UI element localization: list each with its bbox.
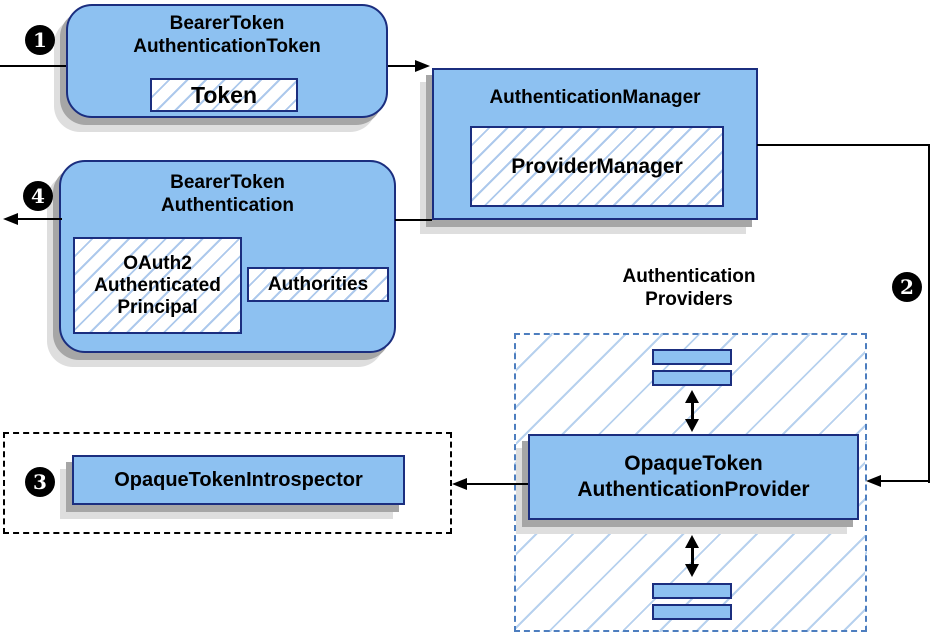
arrow-up-icon <box>685 535 699 548</box>
node-title: AuthenticationManager <box>489 87 701 108</box>
provider-manager-inner-box: ProviderManager <box>470 126 724 207</box>
connector-manager-to-provider-vertical <box>928 144 930 483</box>
arrow-down-icon <box>685 419 699 432</box>
arrowhead-left-icon <box>3 213 18 225</box>
connector-into-provider <box>878 480 930 482</box>
arrow-shaft <box>690 403 694 419</box>
connector-manager-to-authentication <box>395 219 432 221</box>
node-bearer-token-authentication: BearerToken Authentication OAuth2 Authen… <box>59 160 396 353</box>
step-badge-4: 4 <box>23 181 53 211</box>
arrowhead-right-icon <box>415 60 430 72</box>
provider-list-bar <box>652 583 732 599</box>
connector-token-to-manager <box>388 65 418 67</box>
step-number: 3 <box>33 470 47 494</box>
connector-request-in <box>0 65 66 67</box>
authentication-providers-label: Authentication Providers <box>622 266 756 310</box>
provider-manager-label: ProviderManager <box>511 154 683 178</box>
token-inner-box: Token <box>150 78 298 112</box>
double-arrow-icon <box>685 535 699 577</box>
authorities-box: Authorities <box>247 267 389 302</box>
step-badge-2: 2 <box>892 272 922 302</box>
step-number: 2 <box>900 275 914 299</box>
provider-label: OpaqueToken AuthenticationProvider <box>577 452 810 501</box>
node-bearer-token-authentication-token: BearerToken AuthenticationToken Token <box>66 4 388 118</box>
node-opaque-token-authentication-provider: OpaqueToken AuthenticationProvider <box>528 434 859 520</box>
step-number: 4 <box>31 184 45 208</box>
provider-list-bar <box>652 604 732 620</box>
double-arrow-icon <box>685 390 699 432</box>
provider-list-bar <box>652 370 732 386</box>
connector-provider-to-introspector <box>467 483 528 485</box>
arrow-shaft <box>690 548 694 564</box>
node-opaque-token-introspector: OpaqueTokenIntrospector <box>72 455 405 505</box>
oauth2-authenticated-principal-box: OAuth2 Authenticated Principal <box>73 237 242 334</box>
provider-list-bar <box>652 349 732 365</box>
authorities-label: Authorities <box>267 273 369 295</box>
arrowhead-left-icon <box>452 478 467 490</box>
step-badge-3: 3 <box>25 467 55 497</box>
arrow-up-icon <box>685 390 699 403</box>
introspector-label: OpaqueTokenIntrospector <box>114 469 363 491</box>
principal-label: OAuth2 Authenticated Principal <box>94 252 221 318</box>
node-authentication-manager: AuthenticationManager ProviderManager <box>432 68 758 220</box>
node-title: BearerToken Authentication <box>161 172 294 216</box>
authentication-providers-region: OpaqueToken AuthenticationProvider <box>514 333 867 632</box>
step-number: 1 <box>33 28 47 52</box>
step-badge-1: 1 <box>25 25 55 55</box>
connector-authentication-out <box>17 218 62 220</box>
token-label: Token <box>190 82 258 108</box>
arrowhead-left-icon <box>866 475 881 487</box>
node-title: BearerToken AuthenticationToken <box>133 13 321 57</box>
connector-manager-to-provider-top <box>757 144 930 146</box>
arrow-down-icon <box>685 564 699 577</box>
introspector-dashed-container: 3 OpaqueTokenIntrospector <box>3 432 452 534</box>
